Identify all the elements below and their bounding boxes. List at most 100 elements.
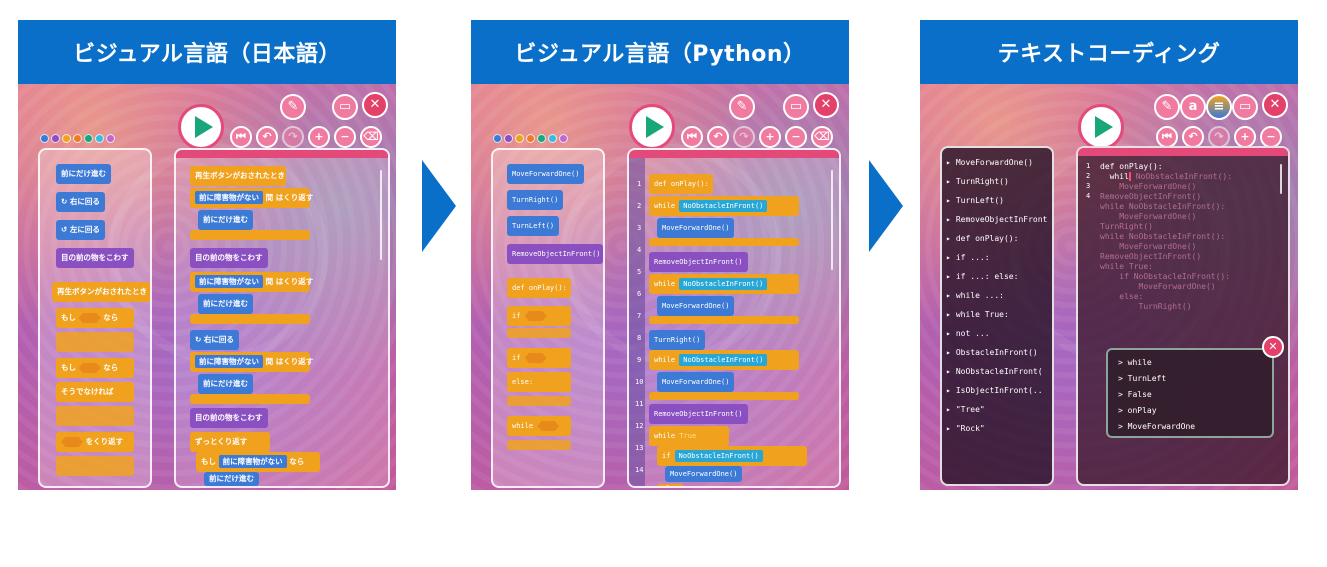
workspace-block[interactable]: while NoObstacleInFront() <box>649 274 799 294</box>
workspace-block[interactable]: 目の前の物をこわす <box>190 408 268 428</box>
workspace-block[interactable]: MoveForwardOne() <box>657 296 735 316</box>
palette-block[interactable] <box>507 396 571 406</box>
workspace-block[interactable]: TurnRight() <box>649 330 706 350</box>
workspace-block[interactable]: 前に障害物がない 間 はくり返す <box>190 352 313 372</box>
suggestion-item[interactable]: > while <box>1118 358 1152 367</box>
command-item[interactable]: ▸not ... <box>946 329 990 338</box>
command-item[interactable]: ▸TurnRight() <box>946 177 1009 186</box>
wrench-icon[interactable]: ✎ <box>729 94 755 120</box>
eraser-icon[interactable]: ⌫ <box>360 126 382 148</box>
palette-block[interactable]: MoveForwardOne() <box>507 164 585 184</box>
code-workspace[interactable]: 再生ボタンがおされたとき 前に障害物がない 間 はくり返す 前にだけ進む 目の前… <box>174 148 390 488</box>
palette-block[interactable] <box>507 440 571 450</box>
workspace-block[interactable]: while NoObstacleInFront() <box>649 350 799 370</box>
undo-icon[interactable]: ↶ <box>1182 126 1204 148</box>
palette-block[interactable]: else: <box>507 372 571 392</box>
play-button[interactable] <box>629 104 675 150</box>
code-editor[interactable]: 1 2 3 4 def onPlay(): whil NoObstacleInF… <box>1076 146 1290 486</box>
suggestion-item[interactable]: > onPlay <box>1118 406 1157 415</box>
rewind-icon[interactable]: ⏮ <box>230 126 252 148</box>
zoom-in-icon[interactable]: + <box>1234 126 1256 148</box>
redo-icon[interactable]: ↷ <box>733 126 755 148</box>
suggestion-item[interactable]: > TurnLeft <box>1118 374 1167 383</box>
workspace-block[interactable]: 前にだけ進む <box>204 472 259 486</box>
command-item[interactable]: ▸def onPlay(): <box>946 234 1019 243</box>
palette-block[interactable]: 目の前の物をこわす <box>56 248 134 268</box>
wrench-icon[interactable]: ✎ <box>1154 94 1180 120</box>
workspace-block[interactable]: MoveForwardOne() <box>665 466 743 482</box>
workspace-block[interactable]: 前に障害物がない 間 はくり返す <box>190 272 313 292</box>
command-item[interactable]: ▸"Tree" <box>946 405 985 414</box>
play-button[interactable] <box>178 104 224 150</box>
workspace-block[interactable]: MoveForwardOne() <box>657 372 735 392</box>
workspace-block[interactable]: while True <box>649 426 729 446</box>
palette-block[interactable]: ↻ 右に回る <box>56 192 105 212</box>
palette-block[interactable] <box>56 456 134 476</box>
category-dots[interactable] <box>40 134 115 143</box>
palette-block[interactable]: TurnRight() <box>507 190 564 210</box>
redo-icon[interactable]: ↷ <box>1208 126 1230 148</box>
palette-block[interactable] <box>56 332 134 352</box>
workspace-block[interactable]: 前にだけ進む <box>198 294 253 314</box>
command-item[interactable]: ▸while True: <box>946 310 1009 319</box>
close-icon[interactable]: ✕ <box>813 92 839 118</box>
palette-block[interactable]: ↺ 左に回る <box>56 220 105 240</box>
command-item[interactable]: ▸TurnLeft() <box>946 196 1004 205</box>
play-button[interactable] <box>1078 104 1124 150</box>
workspace-block[interactable] <box>649 316 799 324</box>
command-item[interactable]: ▸if ...: <box>946 253 990 262</box>
workspace-block[interactable] <box>649 238 799 246</box>
palette-block[interactable]: をくり返す <box>56 432 134 452</box>
workspace-block[interactable]: MoveForwardOne() <box>657 218 735 238</box>
palette-icon[interactable]: ≡ <box>1206 94 1232 120</box>
palette-block[interactable]: 再生ボタンがおされたとき <box>52 282 150 302</box>
undo-icon[interactable]: ↶ <box>256 126 278 148</box>
palette-block[interactable] <box>56 406 134 426</box>
palette-block[interactable]: 前にだけ進む <box>56 164 111 184</box>
workspace-block[interactable] <box>649 392 799 400</box>
command-item[interactable]: ▸if ...: else: <box>946 272 1019 281</box>
palette-block[interactable]: もし なら <box>56 308 134 328</box>
zoom-out-icon[interactable]: − <box>334 126 356 148</box>
category-dots[interactable] <box>493 134 568 143</box>
palette-block[interactable]: TurnLeft() <box>507 216 560 236</box>
workspace-block[interactable]: ↻ 右に回る <box>190 330 239 350</box>
eraser-icon[interactable]: ⌫ <box>811 126 833 148</box>
workspace-scrollbar[interactable] <box>380 170 382 260</box>
workspace-block[interactable] <box>190 314 310 324</box>
workspace-block[interactable]: if NoObstacleInFront() <box>657 446 807 466</box>
wrench-icon[interactable]: ✎ <box>280 94 306 120</box>
workspace-block[interactable] <box>190 230 310 240</box>
workspace-block[interactable]: 前にだけ進む <box>198 210 253 230</box>
window-icon[interactable]: ▭ <box>1232 94 1258 120</box>
workspace-block[interactable]: 前に障害物がない 間 はくり返す <box>190 188 313 208</box>
rewind-icon[interactable]: ⏮ <box>681 126 703 148</box>
editor-scrollbar[interactable] <box>1280 164 1282 194</box>
workspace-block[interactable]: RemoveObjectInFront() <box>649 404 748 424</box>
close-icon[interactable]: ✕ <box>1262 92 1288 118</box>
workspace-block[interactable]: def onPlay(): <box>649 174 713 194</box>
workspace-block[interactable]: もし 前に障害物がない なら <box>196 452 320 472</box>
undo-icon[interactable]: ↶ <box>707 126 729 148</box>
command-item[interactable]: ▸NoObstacleInFront( <box>946 367 1043 376</box>
zoom-in-icon[interactable]: + <box>308 126 330 148</box>
command-item[interactable]: ▸RemoveObjectInFront <box>946 215 1048 224</box>
workspace-block[interactable]: while NoObstacleInFront() <box>649 196 799 216</box>
palette-block[interactable]: RemoveObjectInFront() <box>507 244 603 264</box>
command-item[interactable]: ▸IsObjectInFront(.. <box>946 386 1043 395</box>
workspace-block[interactable]: 目の前の物をこわす <box>190 248 268 268</box>
workspace-scrollbar[interactable] <box>831 170 833 270</box>
workspace-block[interactable] <box>190 394 310 404</box>
zoom-out-icon[interactable]: − <box>1260 126 1282 148</box>
suggestion-item[interactable]: > False <box>1118 390 1152 399</box>
palette-block[interactable]: もし なら <box>56 358 134 378</box>
palette-block[interactable]: if <box>507 306 571 326</box>
command-item[interactable]: ▸ObstacleInFront() <box>946 348 1038 357</box>
suggestion-item[interactable]: > MoveForwardOne <box>1118 422 1196 431</box>
palette-block[interactable]: def onPlay(): <box>507 278 571 298</box>
workspace-block[interactable]: 再生ボタンがおされたとき <box>190 166 286 186</box>
workspace-block[interactable]: ずっとくり返す <box>190 432 270 452</box>
zoom-out-icon[interactable]: − <box>785 126 807 148</box>
palette-block[interactable]: if <box>507 348 571 368</box>
rewind-icon[interactable]: ⏮ <box>1156 126 1178 148</box>
